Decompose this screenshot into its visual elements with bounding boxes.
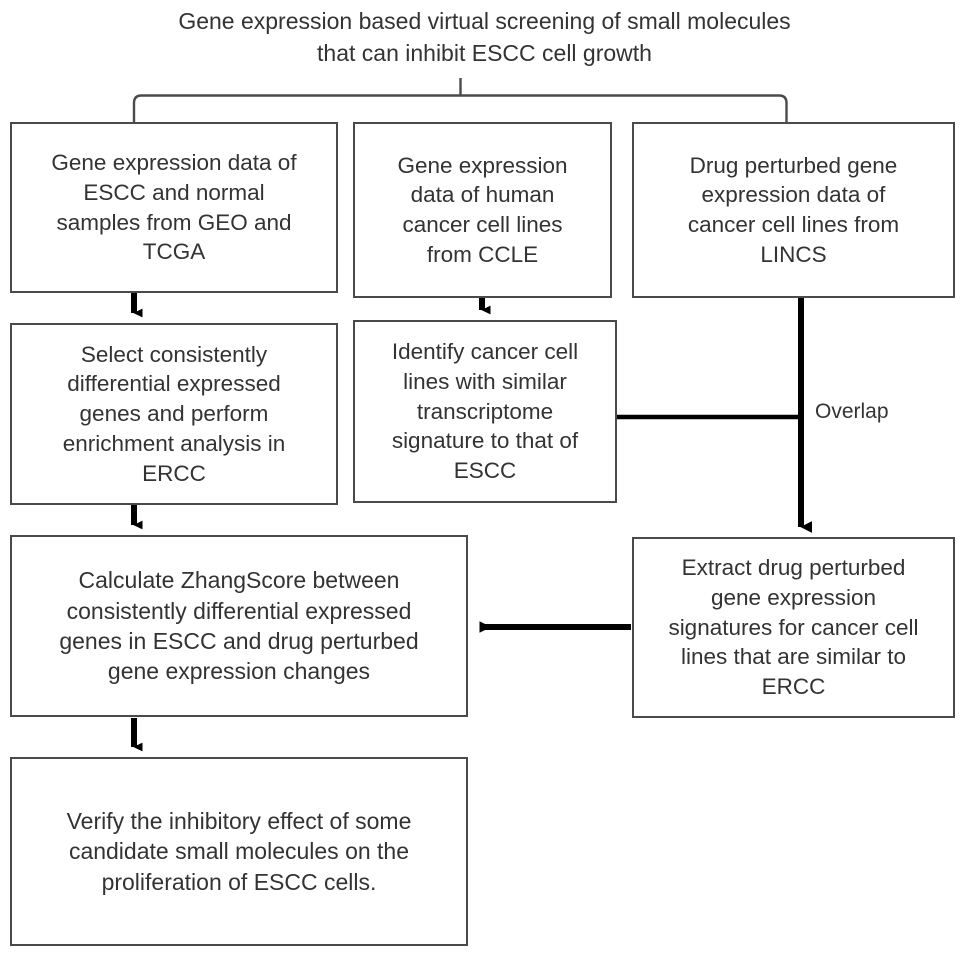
node-select-differential-genes[interactable]: Select consistently differential express… xyxy=(10,323,338,505)
node-gene-expression-data-escc-normal[interactable]: Gene expression data of ESCC and normal … xyxy=(10,122,338,293)
node-label: Extract drug perturbed gene expression s… xyxy=(668,555,919,700)
node-label: Verify the inhibitory effect of some can… xyxy=(66,807,412,895)
node-label: Select consistently differential express… xyxy=(62,341,286,486)
node-gene-expression-data-ccle[interactable]: Gene expression data of human cancer cel… xyxy=(353,122,612,298)
figure-title: Gene expression based virtual screening … xyxy=(178,8,791,66)
node-label: Drug perturbed gene expression data of c… xyxy=(687,152,900,267)
node-label: Gene expression data of ESCC and normal … xyxy=(51,150,297,265)
node-verify-inhibitory-effect[interactable]: Verify the inhibitory effect of some can… xyxy=(10,757,468,946)
node-label: Identify cancer cell lines with similar … xyxy=(391,339,579,484)
node-drug-perturbed-data-lincs[interactable]: Drug perturbed gene expression data of c… xyxy=(632,122,955,298)
top-bracket xyxy=(132,78,788,122)
node-label: Calculate ZhangScore between consistentl… xyxy=(59,567,419,685)
node-identify-cancer-cell-lines[interactable]: Identify cancer cell lines with similar … xyxy=(353,320,617,503)
node-label: Gene expression data of human cancer cel… xyxy=(397,152,568,267)
edge-label-overlap: Overlap xyxy=(815,400,889,423)
node-calculate-zhangscore[interactable]: Calculate ZhangScore between consistentl… xyxy=(10,535,468,717)
node-extract-drug-perturbed-signatures[interactable]: Extract drug perturbed gene expression s… xyxy=(632,537,955,718)
